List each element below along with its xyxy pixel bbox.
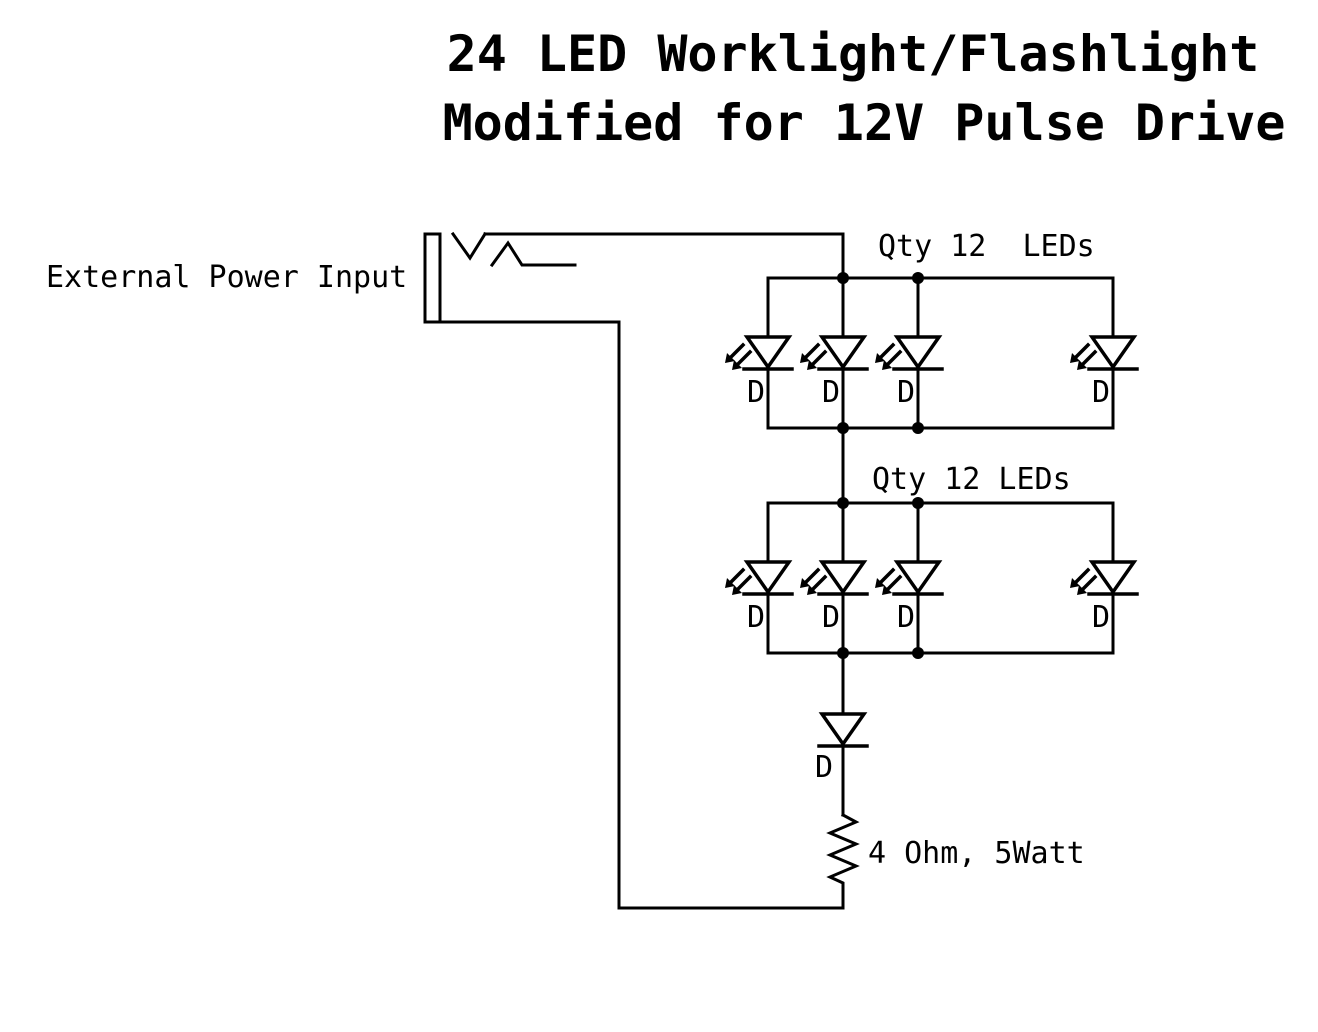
resistor-icon xyxy=(826,812,860,910)
led-cathode-label: D xyxy=(1092,375,1110,410)
wiring xyxy=(423,232,1115,910)
led-cathode-label: D xyxy=(897,600,915,635)
led-cathode-label: D xyxy=(1092,600,1110,635)
return-wire xyxy=(423,320,845,910)
led-icon xyxy=(798,560,869,597)
led-icon xyxy=(798,335,869,372)
junction-dot xyxy=(837,422,849,434)
jack-tip-contact xyxy=(450,231,488,261)
dc-power-jack-icon xyxy=(423,231,577,324)
led-bank-1: Qty 12 LEDs D D D D xyxy=(723,229,1139,410)
junction-dot xyxy=(837,272,849,284)
led-icon xyxy=(1068,335,1139,372)
junction-dot xyxy=(912,647,924,659)
led-cathode-label: D xyxy=(747,375,765,410)
bank2-qty-label: Qty 12 LEDs xyxy=(872,462,1071,497)
junction-dot xyxy=(837,497,849,509)
junction-dots xyxy=(837,272,924,659)
led-icon xyxy=(873,560,944,597)
bank1-anode-stubs xyxy=(766,276,1115,339)
led-cathode-label: D xyxy=(747,600,765,635)
title-line-2: Modified for 12V Pulse Drive xyxy=(443,94,1286,152)
diode-icon xyxy=(817,712,869,748)
junction-dot xyxy=(912,272,924,284)
title-line-1: 24 LED Worklight/Flashlight xyxy=(447,25,1260,83)
led-icon xyxy=(873,335,944,372)
bank1-cathode-stubs xyxy=(766,367,1115,430)
led-bank-2: Qty 12 LEDs D D D D xyxy=(723,462,1139,635)
led-icon xyxy=(723,335,794,372)
junction-dot xyxy=(912,422,924,434)
bank2-cathode-stubs xyxy=(766,592,1115,655)
bank1-qty-label: Qty 12 LEDs xyxy=(878,229,1095,264)
resistor-label: 4 Ohm, 5Watt xyxy=(868,836,1085,871)
led-cathode-label: D xyxy=(897,375,915,410)
led-icon xyxy=(1068,560,1139,597)
led-cathode-label: D xyxy=(822,600,840,635)
junction-dot xyxy=(912,497,924,509)
led-icon xyxy=(723,560,794,597)
bank2-anode-stubs xyxy=(766,501,1115,564)
jack-pin-contact xyxy=(489,240,577,268)
diode-label: D xyxy=(815,750,833,785)
junction-dot xyxy=(837,647,849,659)
jack-barrel xyxy=(423,232,442,324)
led-cathode-label: D xyxy=(822,375,840,410)
power-input-label: External Power Input xyxy=(46,260,407,295)
series-diode: D xyxy=(815,712,869,785)
positive-feed-wire xyxy=(483,232,845,280)
